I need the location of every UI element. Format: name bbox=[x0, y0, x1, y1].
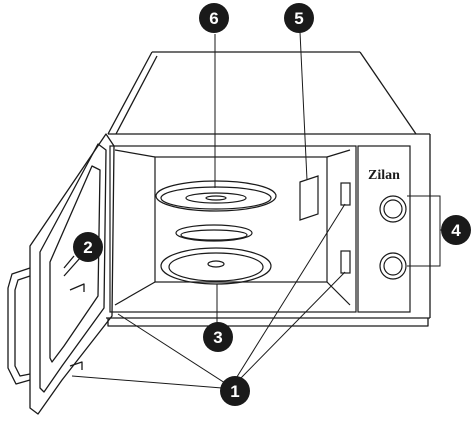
door-handle bbox=[7, 267, 31, 385]
leader-1a bbox=[234, 203, 346, 381]
door-glass-hatch-2 bbox=[63, 257, 81, 277]
latch-hole-upper bbox=[340, 182, 351, 206]
door bbox=[7, 133, 115, 415]
power-knob-inner bbox=[383, 256, 403, 276]
door-outer-frame bbox=[29, 133, 115, 415]
microwave-body bbox=[106, 51, 431, 327]
body-top-right-edge bbox=[359, 51, 417, 135]
body-base bbox=[107, 318, 429, 327]
callout-5: 5 bbox=[284, 3, 314, 33]
cavity-edge-tl bbox=[114, 149, 156, 158]
turntable-base bbox=[160, 247, 272, 285]
callout-1: 1 bbox=[220, 376, 250, 406]
oven-cavity bbox=[109, 145, 357, 313]
latch-hole-lower bbox=[340, 250, 351, 274]
callout-5-label: 5 bbox=[294, 9, 303, 28]
callout-3-label: 3 bbox=[213, 328, 222, 347]
leader-1d bbox=[71, 375, 223, 389]
leader-1c bbox=[117, 313, 226, 384]
cavity-edge-bl bbox=[114, 281, 156, 306]
control-panel bbox=[357, 145, 411, 313]
waveguide-cover bbox=[299, 175, 319, 221]
body-top-left-edge-inner bbox=[115, 55, 158, 135]
control-panel-frame bbox=[357, 145, 411, 313]
leader-lines bbox=[71, 31, 446, 389]
leader-4-bracket bbox=[407, 195, 441, 267]
callout-3: 3 bbox=[203, 322, 233, 352]
leader-1b bbox=[237, 271, 346, 382]
callout-1-label: 1 bbox=[230, 382, 239, 401]
power-knob bbox=[379, 252, 407, 280]
callout-2: 2 bbox=[73, 232, 103, 262]
door-window bbox=[49, 165, 101, 363]
callout-4-label: 4 bbox=[451, 221, 461, 240]
callout-4: 4 bbox=[441, 215, 471, 245]
door-glass-hatch-1 bbox=[63, 255, 75, 269]
roller-ring bbox=[175, 224, 253, 242]
cavity-edge-tr bbox=[326, 149, 351, 158]
glass-tray bbox=[155, 180, 277, 212]
door-latch-hook-lower bbox=[69, 361, 83, 370]
leader-5 bbox=[299, 31, 308, 181]
timer-knob bbox=[379, 195, 407, 223]
callout-6-label: 6 bbox=[209, 9, 218, 28]
timer-knob-inner bbox=[383, 199, 403, 219]
door-handle-inner bbox=[14, 275, 31, 377]
body-top-left-edge bbox=[107, 51, 153, 135]
door-latch-hook-upper bbox=[69, 283, 85, 292]
cavity-edge-br bbox=[326, 281, 351, 306]
door-inner-frame bbox=[39, 143, 107, 393]
door-latch-holes bbox=[340, 182, 351, 274]
callout-6: 6 bbox=[199, 3, 229, 33]
callout-2-label: 2 bbox=[83, 238, 92, 257]
cavity-front-frame bbox=[109, 145, 357, 313]
brand-logo: Zilan bbox=[368, 168, 400, 183]
